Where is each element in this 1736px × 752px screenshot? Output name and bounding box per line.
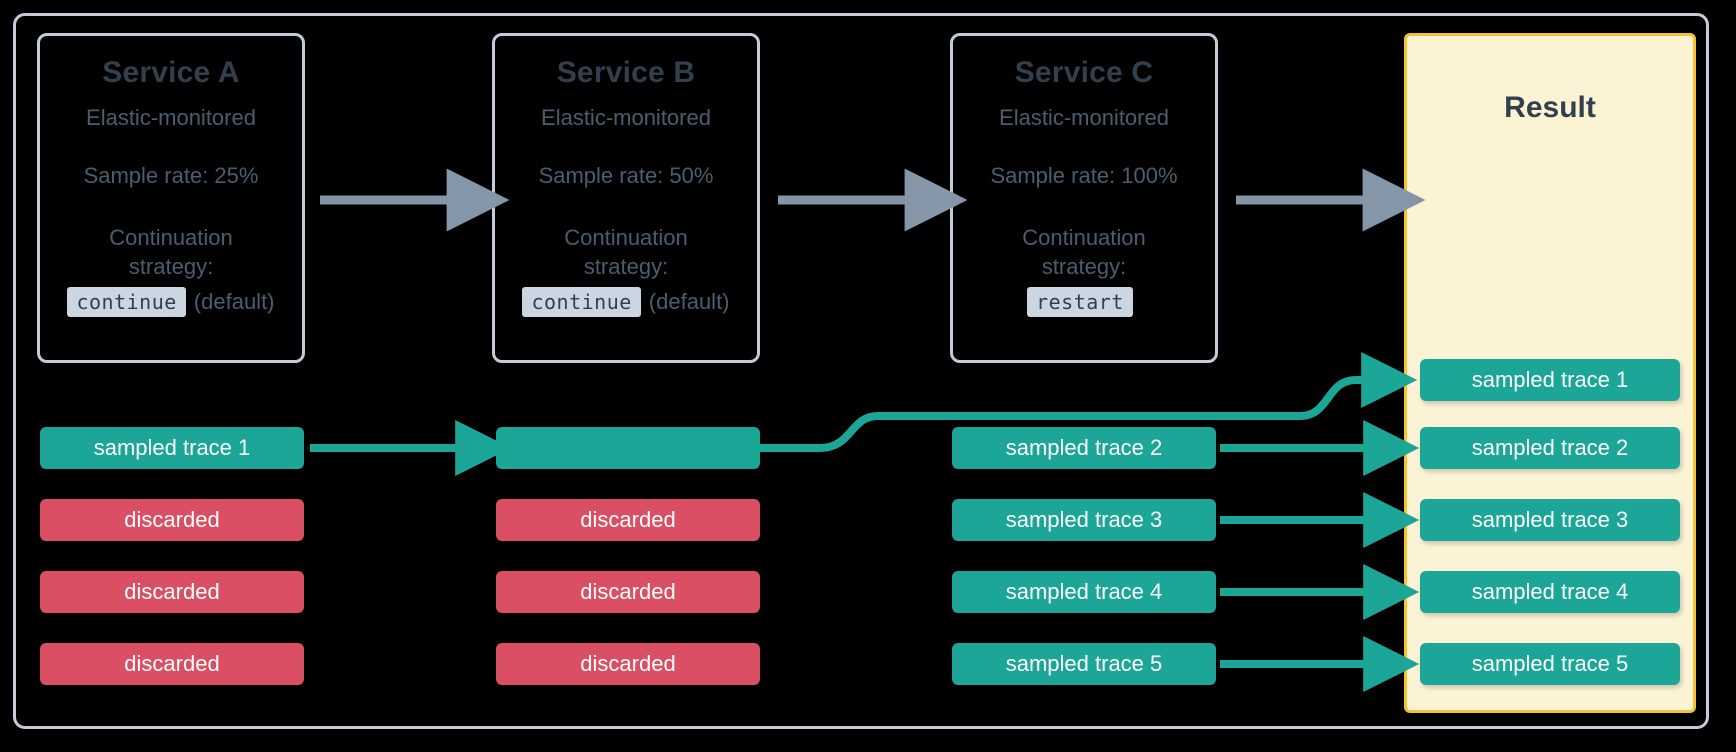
result-title: Result xyxy=(1504,91,1596,124)
service-b-trace-2: discarded xyxy=(496,499,760,541)
service-a-trace-1: sampled trace 1 xyxy=(40,427,304,469)
result-trace-5: sampled trace 5 xyxy=(1420,643,1680,685)
service-a-strategy-row: continue (default) xyxy=(67,287,275,318)
result-trace-1: sampled trace 1 xyxy=(1420,359,1680,401)
service-a-title: Service A xyxy=(102,56,240,89)
service-b-strategy-value: continue xyxy=(522,287,641,318)
service-c-trace-2: sampled trace 3 xyxy=(952,499,1216,541)
service-a-trace-4: discarded xyxy=(40,643,304,685)
service-c-trace-1: sampled trace 2 xyxy=(952,427,1216,469)
result-trace-2: sampled trace 2 xyxy=(1420,427,1680,469)
result-trace-3: sampled trace 3 xyxy=(1420,499,1680,541)
service-c-trace-3: sampled trace 4 xyxy=(952,571,1216,613)
service-a-subtitle: Elastic-monitored xyxy=(86,104,256,130)
service-c-sample-rate: Sample rate: 100% xyxy=(990,163,1178,189)
service-b-subtitle: Elastic-monitored xyxy=(541,104,711,130)
service-b-strategy-row: continue (default) xyxy=(522,287,730,318)
service-c-strategy-value: restart xyxy=(1027,287,1133,318)
service-b-title: Service B xyxy=(556,56,696,89)
service-c-title: Service C xyxy=(1014,56,1154,89)
service-box-c: Service C Elastic-monitored Sample rate:… xyxy=(950,33,1218,363)
service-a-strategy-label: Continuation strategy: xyxy=(109,224,233,279)
service-a-trace-2: discarded xyxy=(40,499,304,541)
service-a-sample-rate: Sample rate: 25% xyxy=(83,163,259,189)
service-a-trace-3: discarded xyxy=(40,571,304,613)
service-c-strategy-label: Continuation strategy: xyxy=(1022,224,1146,279)
result-trace-4: sampled trace 4 xyxy=(1420,571,1680,613)
service-b-trace-3: discarded xyxy=(496,571,760,613)
service-c-strategy-row: restart xyxy=(1027,287,1141,318)
service-c-trace-4: sampled trace 5 xyxy=(952,643,1216,685)
service-box-b: Service B Elastic-monitored Sample rate:… xyxy=(492,33,760,363)
service-b-strategy-label: Continuation strategy: xyxy=(564,224,688,279)
service-c-subtitle: Elastic-monitored xyxy=(999,104,1169,130)
service-b-trace-4: discarded xyxy=(496,643,760,685)
service-a-strategy-value: continue xyxy=(67,287,186,318)
diagram-outer-frame xyxy=(13,13,1709,729)
service-a-strategy-note: (default) xyxy=(193,289,275,315)
service-box-a: Service A Elastic-monitored Sample rate:… xyxy=(37,33,305,363)
service-b-strategy-note: (default) xyxy=(648,289,730,315)
service-b-trace-1 xyxy=(496,427,760,469)
service-b-sample-rate: Sample rate: 50% xyxy=(538,163,714,189)
